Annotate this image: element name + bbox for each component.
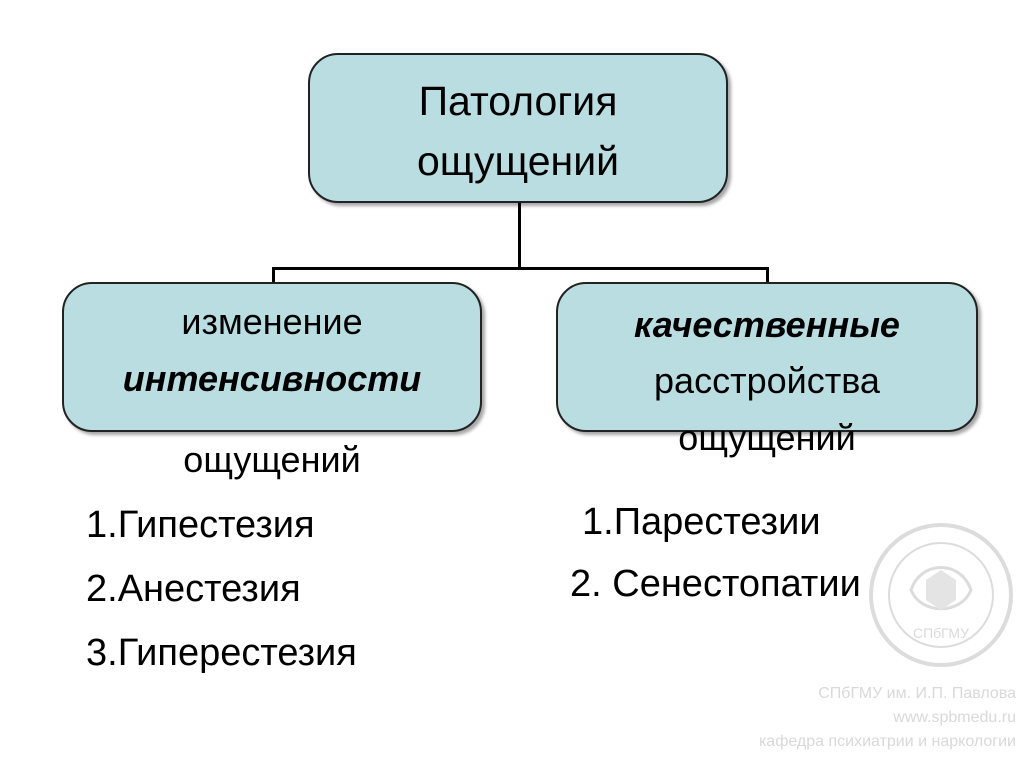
connector-root-down (518, 203, 521, 270)
right-node-line2: расстройства (654, 360, 880, 401)
left-node-line3: ощущений (183, 439, 361, 480)
watermark-line2: www.spbmedu.ru (893, 709, 1016, 726)
left-list-item-2: 2.Анестезия (86, 568, 301, 610)
root-node-line2: ощущений (416, 138, 620, 184)
connector-left-down (272, 267, 275, 282)
left-node-line2: интенсивности (122, 358, 422, 399)
right-node-line3: ощущений (678, 417, 856, 458)
left-node-box (62, 282, 482, 432)
right-list-item-2: 2. Сенестопатии (570, 563, 861, 605)
root-node-line1: Патология (418, 78, 618, 124)
left-list-item-1: 1.Гипестезия (86, 504, 315, 546)
right-node-line1: качественные (634, 304, 900, 345)
connector-horizontal (272, 267, 769, 270)
root-node-box (308, 53, 728, 203)
left-list-item-3: 3.Гиперестезия (86, 632, 357, 674)
seal-text: СПбГМУ (913, 625, 969, 641)
left-node-line1: изменение (181, 301, 363, 342)
watermark-line1: СПбГМУ им. И.П. Павлова (818, 685, 1016, 702)
right-node-box (556, 282, 978, 432)
watermark-line3: кафедра психиатрии и наркологии (758, 733, 1016, 750)
connector-right-down (766, 267, 769, 282)
university-seal-icon: СПбГМУ (869, 523, 1013, 667)
right-list-item-1: 1.Парестезии (582, 501, 821, 543)
